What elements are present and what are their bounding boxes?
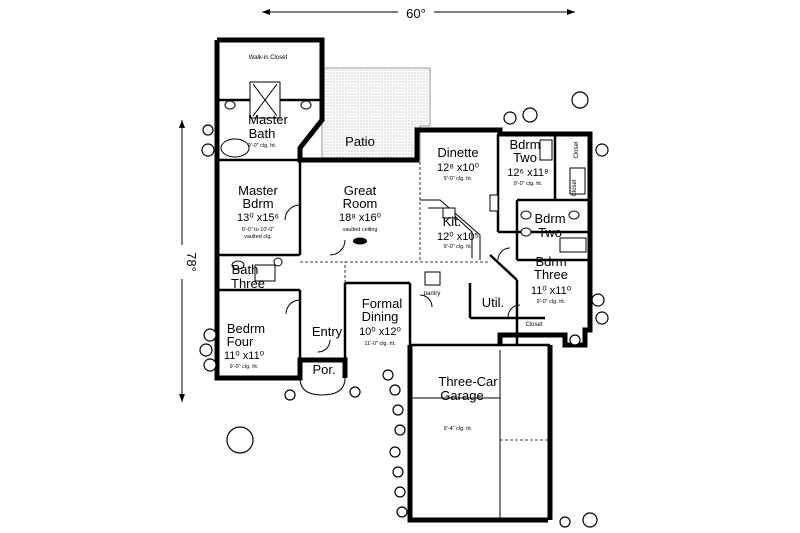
- bath-three-label-2: Three: [231, 276, 265, 291]
- closet-label-1: Closet: [525, 322, 542, 328]
- bdrm-four-label-1: Bedrm: [227, 321, 265, 336]
- bath-two-label-2: Two: [538, 225, 562, 240]
- closet-label-3: Closet: [574, 141, 580, 158]
- garage-details: [410, 350, 548, 518]
- formal-dining-label-1: Formal: [362, 296, 403, 311]
- dinette-label: Dinette: [437, 145, 478, 160]
- garage-note: 9'-4" clg. ht.: [444, 426, 473, 432]
- bdrm-three-label-2: Three: [534, 267, 568, 282]
- formal-dining-label-2: Dining: [362, 309, 399, 324]
- dinette-note: 9'-0" clg. ht.: [444, 176, 473, 182]
- landscaping: [199, 91, 609, 528]
- patio-label: Patio: [345, 134, 375, 149]
- formal-dining-dims: 10⁰ x12⁰: [359, 326, 401, 338]
- counters: [300, 162, 499, 286]
- bdrm-two-label-1: Bdrm: [509, 137, 540, 152]
- util-label: Util.: [482, 295, 504, 310]
- bdrm-four-dims: 11⁰ x11⁰: [224, 350, 265, 362]
- master-bath-label-2: Bath: [249, 126, 276, 141]
- bdrm-three-dims: 11⁰ x11⁰: [531, 285, 572, 297]
- fixtures: [220, 81, 587, 282]
- master-bdrm-note-1: 9'-0" to 10'-0": [242, 227, 275, 233]
- master-bdrm-label-1: Master: [238, 183, 278, 198]
- width-dimension: 60°: [262, 3, 575, 21]
- great-room-note: vaulted ceiling: [343, 227, 378, 233]
- bdrm-two-label-2: Two: [513, 150, 537, 165]
- garage-label-1: Three-Car: [438, 374, 498, 389]
- tub: [220, 138, 250, 158]
- pantry-label: pantry: [424, 291, 441, 297]
- great-room-dims: 18⁸ x16⁰: [339, 212, 382, 224]
- bdrm-two-note: 9'-0" clg. ht.: [514, 181, 543, 187]
- width-label: 60°: [406, 6, 426, 21]
- master-bath-label-1: Master: [248, 112, 288, 127]
- bath-three-label-1: Bath: [232, 262, 259, 277]
- bdrm-two-dims: 12⁶ x11⁸: [507, 167, 548, 179]
- master-bdrm-note-2: vaulted clg.: [244, 234, 272, 240]
- bdrm-three-label-1: Bdrm: [535, 254, 566, 269]
- bdrm-four-note: 9'-0" clg. ht.: [230, 364, 259, 370]
- entry-label: Entry: [312, 324, 343, 339]
- great-room-label-1: Great: [344, 183, 377, 198]
- porch-label: Por.: [312, 362, 335, 377]
- master-bdrm-label-2: Bdrm: [242, 196, 273, 211]
- dinette-dims: 12⁸ x10⁰: [437, 162, 480, 174]
- exterior-walls: [214, 37, 593, 523]
- master-bath-note: 9'-0" clg. ht.: [248, 143, 277, 149]
- bath-two-label-1: Bdrm: [534, 211, 565, 226]
- walkin-closet-label: Walk-in Closet: [249, 55, 288, 61]
- patio-area: [321, 67, 431, 161]
- bdrm-four-label-2: Four: [227, 334, 254, 349]
- kitchen-dims: 12⁰ x10⁵: [437, 231, 479, 243]
- depth-label: 78°: [184, 252, 199, 272]
- porch-arc: [299, 377, 346, 396]
- master-bdrm-dims: 13⁰ x15⁶: [237, 212, 279, 224]
- kitchen-note: 9'-0" clg. ht.: [444, 244, 473, 250]
- doors: [284, 204, 521, 353]
- kitchen-label: Kit.: [443, 214, 462, 229]
- bdrm-three-note: 9'-0" clg. ht.: [537, 299, 566, 305]
- garage-label-2: Garage: [440, 388, 483, 403]
- closet-label-2: Closet: [572, 179, 578, 196]
- formal-dining-note: 11'-0" clg. ht.: [364, 341, 396, 347]
- depth-dimension: 78°: [170, 120, 199, 402]
- fireplace-icon: [353, 237, 367, 245]
- great-room-label-2: Room: [343, 196, 378, 211]
